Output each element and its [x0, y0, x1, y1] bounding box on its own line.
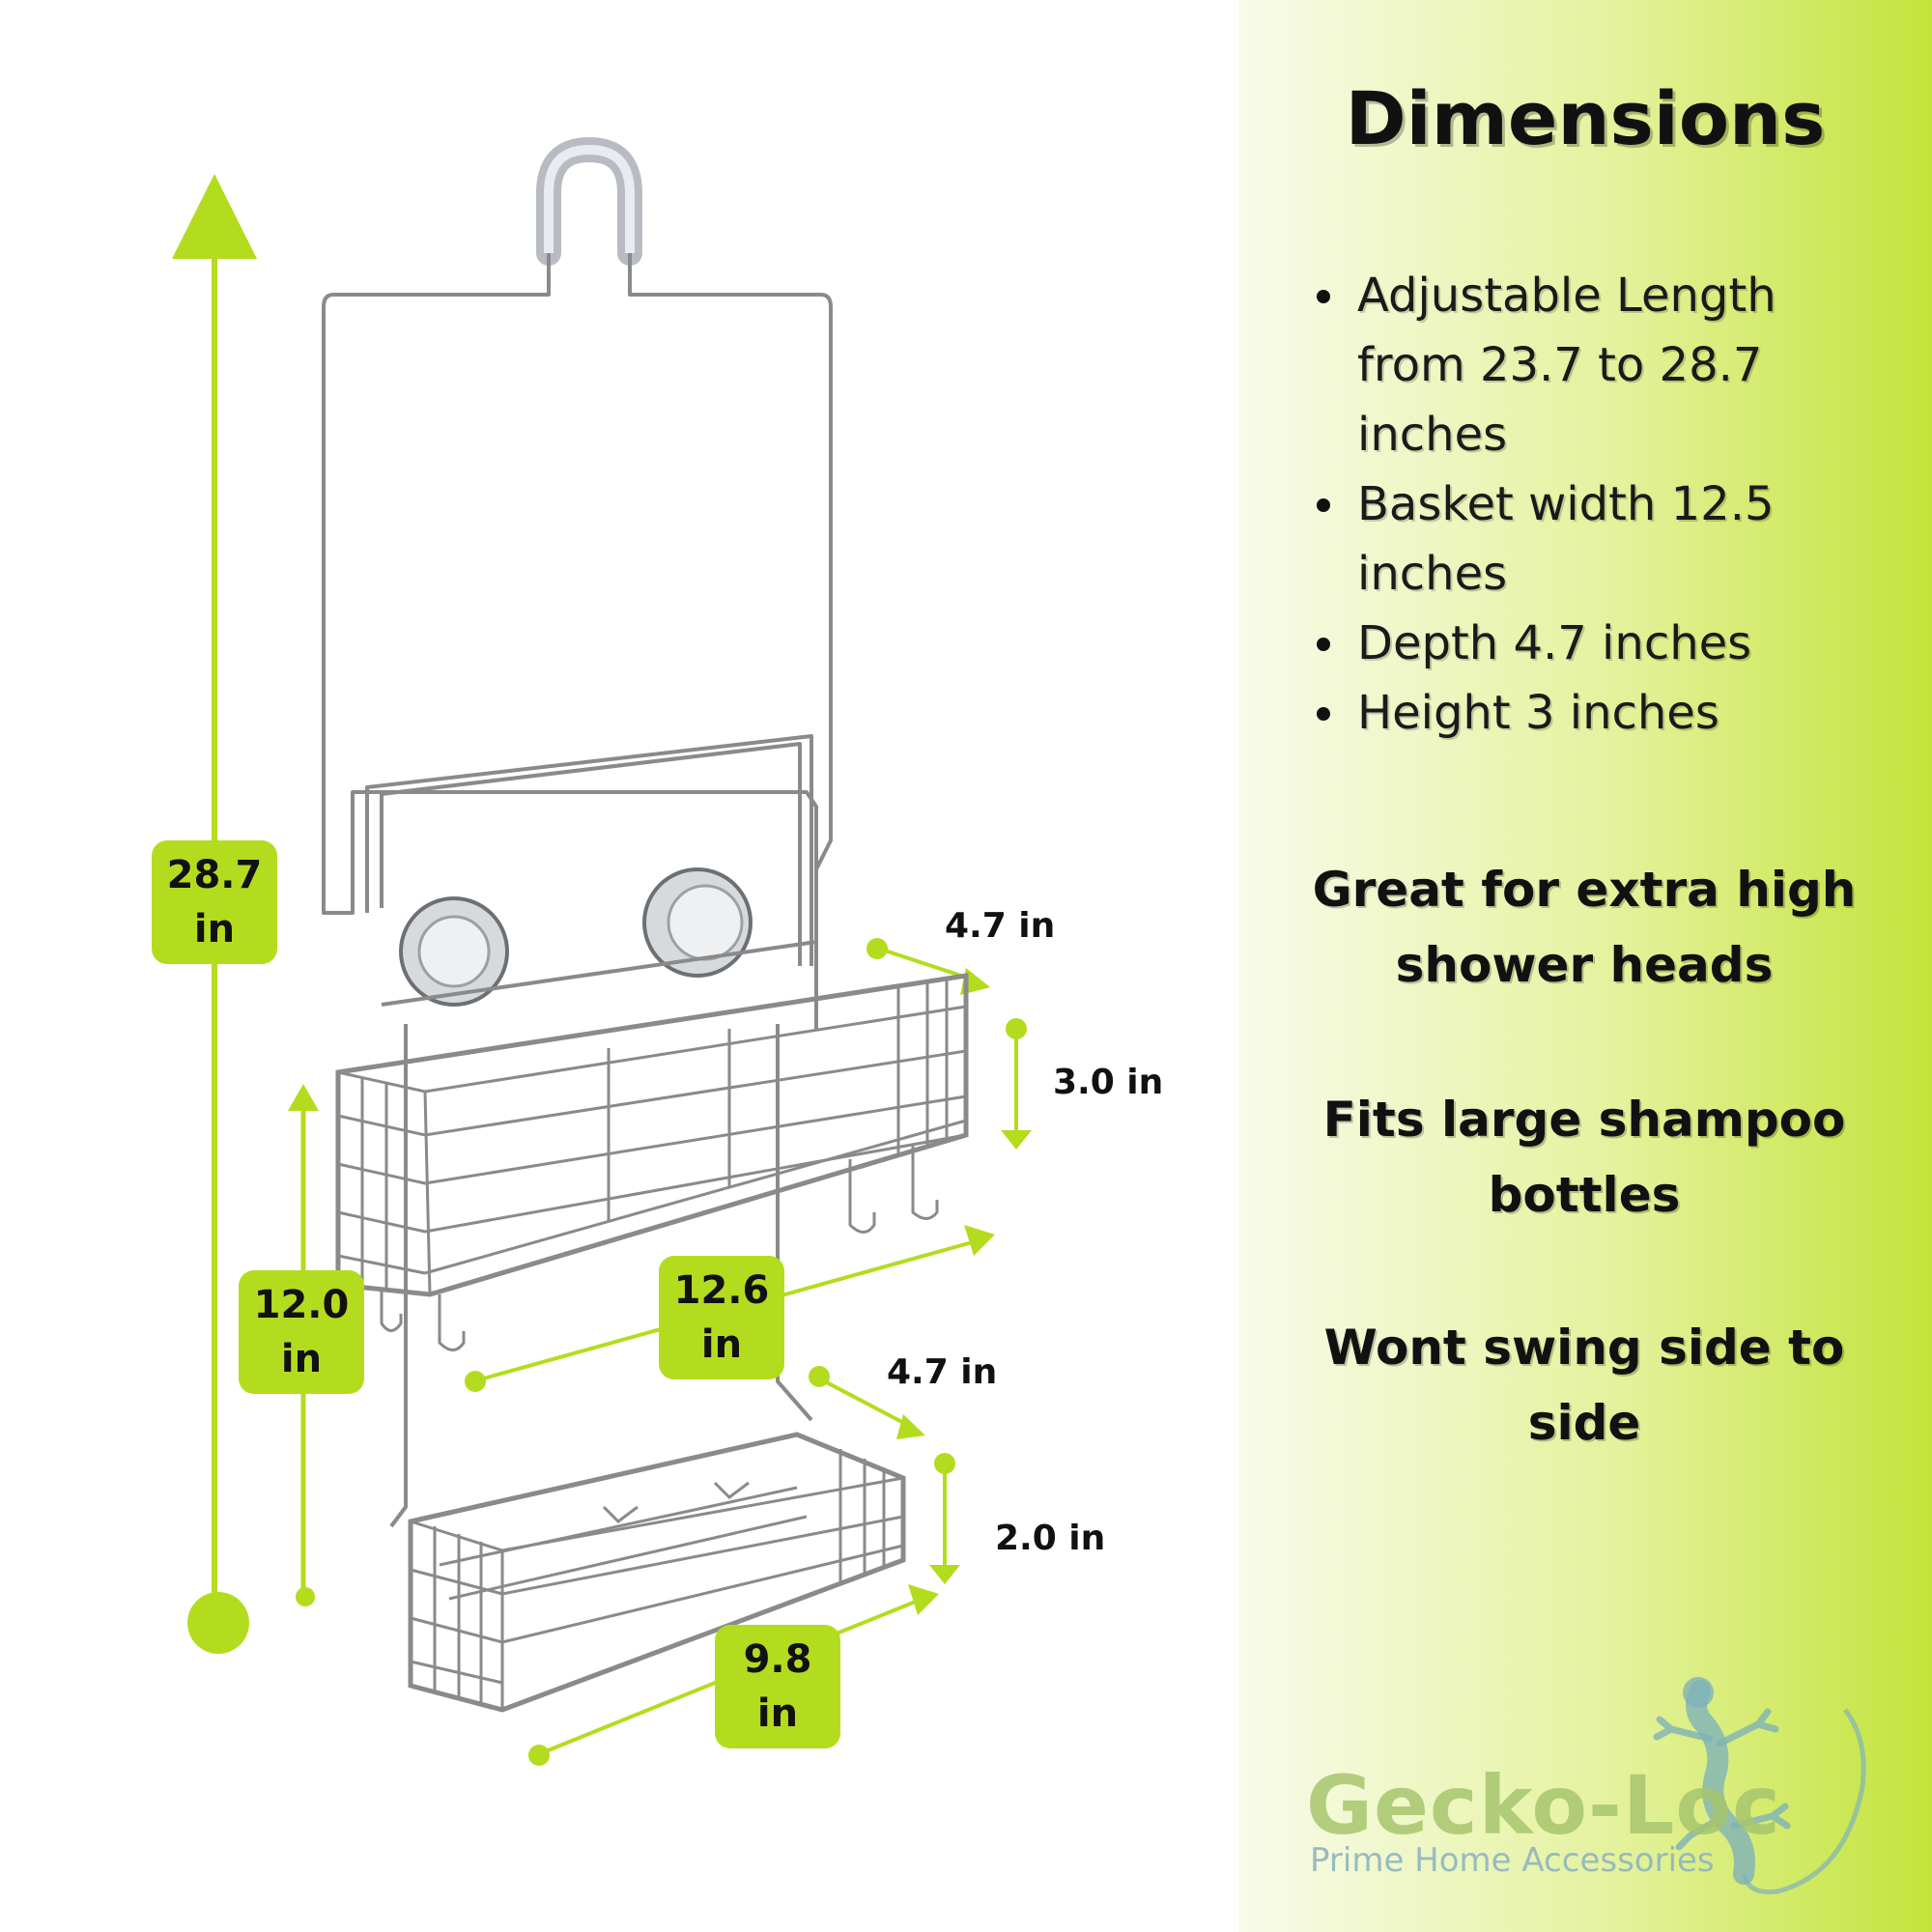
top-height-label: 3.0 in — [1053, 1063, 1164, 1102]
spec-line: inches — [1357, 547, 1508, 601]
feature-large-bottles: Fits large shampoo bottles — [1285, 1082, 1884, 1233]
feature-line: Fits large shampoo — [1322, 1092, 1846, 1148]
feature-line: Great for extra high — [1312, 862, 1857, 918]
bullet-icon — [1317, 707, 1330, 721]
spec-line: Height 3 inches — [1357, 686, 1719, 740]
spec-line: inches — [1357, 408, 1508, 462]
shower-caddy-diagram — [172, 137, 1032, 1766]
bottom-height-label: 2.0 in — [995, 1519, 1106, 1558]
lower-height-badge: 12.0 in — [239, 1270, 364, 1394]
panel-title: Dimensions — [1345, 75, 1826, 161]
bottom-width-badge: 9.8 in — [715, 1625, 840, 1748]
feature-line: Wont swing side to — [1323, 1320, 1845, 1376]
top-width-badge: 12.6 in — [659, 1256, 784, 1379]
suction-cups — [381, 867, 817, 1007]
spec-line: Depth 4.7 inches — [1357, 616, 1752, 670]
bottom-width-value: 9.8 — [743, 1637, 812, 1682]
bullet-icon — [1317, 290, 1330, 303]
spec-list: Adjustable Length from 23.7 to 28.7 inch… — [1309, 261, 1850, 748]
feature-high-shower-heads: Great for extra high shower heads — [1285, 852, 1884, 1003]
spec-line: from 23.7 to 28.7 — [1357, 338, 1763, 392]
feature-line: shower heads — [1395, 937, 1774, 993]
top-width-unit: in — [700, 1322, 743, 1367]
spec-line: Adjustable Length — [1357, 269, 1776, 323]
dimensions-panel — [1238, 0, 1932, 1932]
feature-line: bottles — [1488, 1167, 1681, 1223]
bottom-basket — [408, 1432, 906, 1713]
total-height-unit: in — [193, 907, 236, 952]
spec-line: Basket width 12.5 — [1357, 477, 1775, 531]
lower-height-unit: in — [280, 1337, 323, 1381]
bullet-icon — [1317, 498, 1330, 512]
feature-no-swing: Wont swing side to side — [1285, 1310, 1884, 1461]
lower-height-value: 12.0 — [253, 1283, 350, 1327]
gecko-logo-icon — [1653, 1677, 1866, 1895]
total-height-badge: 28.7 in — [152, 840, 277, 964]
bottom-depth-line — [820, 1378, 914, 1430]
brand-tagline: Prime Home Accessories — [1310, 1841, 1715, 1880]
feature-line: side — [1527, 1395, 1641, 1451]
bottom-depth-label: 4.7 in — [887, 1352, 998, 1392]
bottom-width-unit: in — [756, 1691, 799, 1736]
bullet-icon — [1317, 638, 1330, 651]
spec-item-width: Basket width 12.5 inches — [1309, 469, 1850, 609]
total-height-value: 28.7 — [166, 853, 263, 897]
brand-name: Gecko-Loc — [1306, 1758, 1781, 1853]
total-height-end-dot — [187, 1592, 249, 1654]
top-depth-label: 4.7 in — [945, 906, 1056, 946]
spec-item-length: Adjustable Length from 23.7 to 28.7 inch… — [1309, 261, 1850, 469]
top-basket — [335, 973, 969, 1351]
top-width-value: 12.6 — [673, 1268, 770, 1313]
spec-item-height: Height 3 inches — [1309, 678, 1850, 748]
spec-item-depth: Depth 4.7 inches — [1309, 609, 1850, 678]
total-height-arrow — [172, 174, 257, 259]
